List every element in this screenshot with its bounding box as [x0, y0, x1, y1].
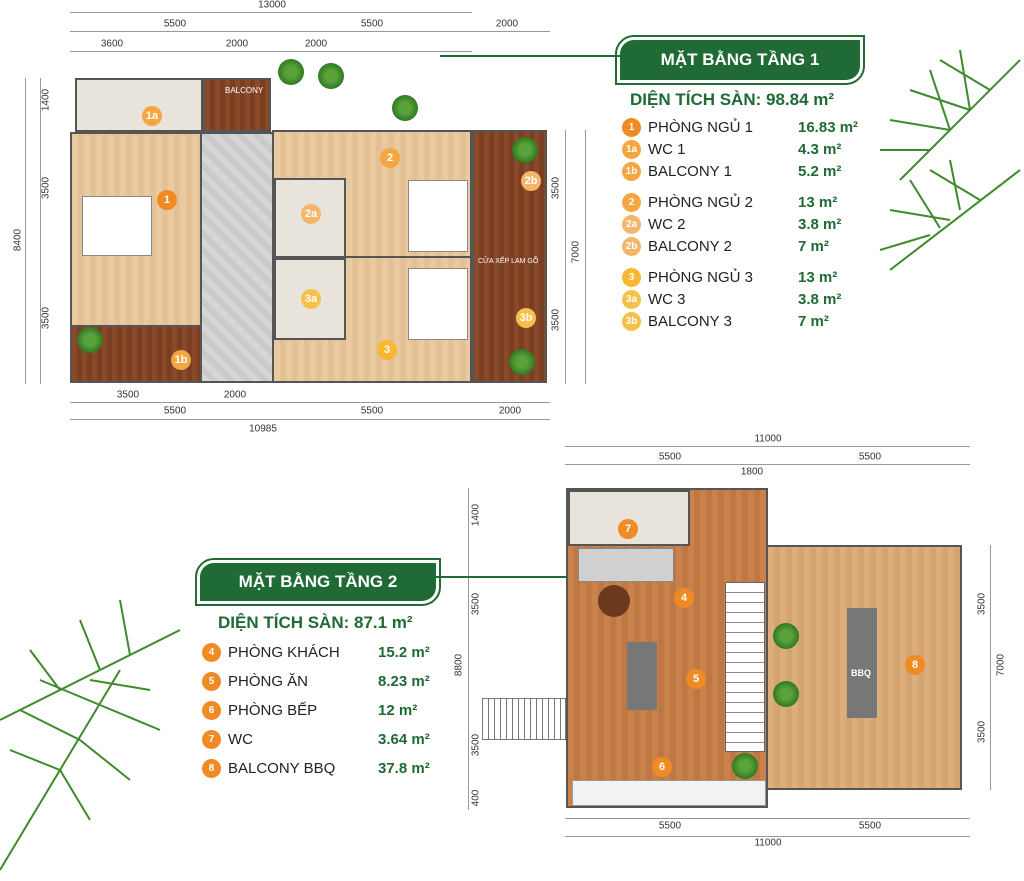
staircase-icon — [725, 582, 765, 752]
floor2-area: DIỆN TÍCH SÀN: 87.1 m² — [218, 613, 413, 632]
dim-label: 13000 — [258, 0, 286, 11]
dim-label: 400 — [470, 789, 482, 807]
dim-label: 3500 — [116, 389, 140, 401]
plant-icon — [318, 63, 344, 89]
corridor-stairs — [200, 132, 274, 383]
bbq-label: BBQ — [851, 668, 871, 678]
exterior-stairs-icon — [482, 698, 566, 740]
plant-icon — [512, 137, 538, 163]
balcony-label: BALCONY — [225, 86, 264, 95]
dim-label: 1400 — [40, 88, 52, 112]
dim-label: 11000 — [754, 433, 782, 445]
room-badge-1a: 1a — [142, 106, 162, 126]
room-badge-1b: 1b — [171, 350, 191, 370]
dim-label: 2000 — [304, 38, 328, 50]
dim-label: 3500 — [40, 176, 52, 200]
dim-label: 2000 — [225, 38, 249, 50]
room-badge-2a: 2a — [301, 204, 321, 224]
room-balcony-top — [203, 78, 271, 132]
dim-label: 5500 — [360, 405, 384, 417]
room-badge-4: 4 — [674, 588, 694, 608]
dim-label: 1800 — [740, 466, 764, 478]
dim-label: 3500 — [550, 176, 562, 200]
dim-label: 3500 — [470, 733, 482, 757]
dim-label: 3500 — [976, 592, 988, 616]
sofa-icon — [578, 548, 674, 582]
dim-label: 11000 — [754, 837, 782, 849]
dim-label: 5500 — [163, 18, 187, 30]
dim-label: 8400 — [12, 228, 24, 252]
dim-label: 7000 — [995, 653, 1007, 677]
bbq-table-icon — [847, 608, 877, 718]
dim-label: 5500 — [858, 820, 882, 832]
dim-label: 1400 — [470, 503, 482, 527]
bed-icon — [408, 180, 468, 252]
dining-table-icon — [627, 642, 657, 710]
dim-label: 5500 — [658, 820, 682, 832]
dim-label: 10985 — [249, 423, 277, 435]
room-badge-3a: 3a — [301, 289, 321, 309]
dim-label: 7000 — [570, 240, 582, 264]
room-badge-3: 3 — [377, 340, 397, 360]
dim-label: 2000 — [495, 18, 519, 30]
room-wc1 — [75, 78, 203, 132]
folding-door-label: CỬA XẾP LAM GỖ — [478, 258, 539, 265]
room-badge-5: 5 — [686, 669, 706, 689]
dim-label: 5500 — [163, 405, 187, 417]
plant-icon — [77, 327, 103, 353]
dim-label: 3500 — [976, 720, 988, 744]
dim-label: 3500 — [550, 308, 562, 332]
room-badge-2: 2 — [380, 148, 400, 168]
plant-icon — [392, 95, 418, 121]
dim-label: 2000 — [223, 389, 247, 401]
pine-branch-decoration-top-right — [879, 49, 1021, 271]
plant-icon — [509, 349, 535, 375]
room-badge-2b: 2b — [521, 171, 541, 191]
dim-label: 3600 — [100, 38, 124, 50]
dim-label: 2000 — [498, 405, 522, 417]
dim-label: 5500 — [658, 451, 682, 463]
room-badge-7: 7 — [618, 519, 638, 539]
plant-icon — [278, 59, 304, 85]
rug-icon — [598, 585, 630, 617]
floor1-title: MẶT BẰNG TẦNG 1 — [615, 35, 865, 85]
bed-icon — [82, 196, 152, 256]
bed-icon — [408, 268, 468, 340]
plant-icon — [773, 623, 799, 649]
floor1-area: DIỆN TÍCH SÀN: 98.84 m² — [630, 90, 835, 109]
floor2-title: MẶT BẰNG TẦNG 2 — [195, 558, 441, 606]
plant-icon — [732, 753, 758, 779]
room-badge-1: 1 — [157, 190, 177, 210]
room-balcony2-3 — [472, 130, 547, 383]
room-badge-6: 6 — [652, 757, 672, 777]
pine-branch-decoration-bottom-left — [0, 599, 181, 871]
dim-label: 3500 — [470, 592, 482, 616]
dim-label: 5500 — [360, 18, 384, 30]
dim-label: 3500 — [40, 306, 52, 330]
dim-label: 5500 — [858, 451, 882, 463]
kitchen-counter-icon — [572, 780, 766, 806]
dim-label: 8800 — [453, 653, 465, 677]
plant-icon — [773, 681, 799, 707]
room-badge-3b: 3b — [516, 308, 536, 328]
room-badge-8: 8 — [905, 655, 925, 675]
